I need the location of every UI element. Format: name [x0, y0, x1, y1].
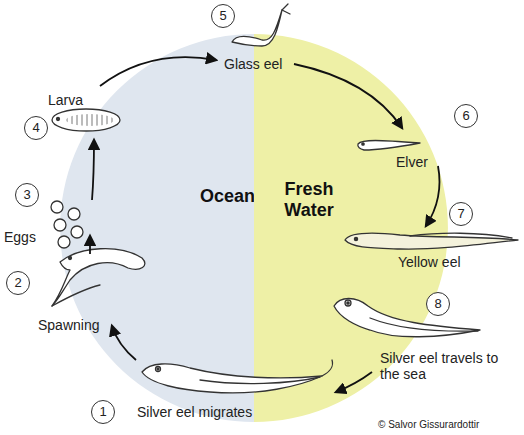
larva-drawing — [52, 109, 120, 131]
egg — [51, 201, 63, 213]
callout-number: 8 — [426, 292, 450, 316]
cycle-arrow — [336, 372, 372, 392]
cycle-arrow — [112, 326, 136, 360]
half-circle — [60, 34, 254, 422]
spawning-eel-tail — [52, 285, 100, 306]
eel-eye — [362, 143, 364, 145]
egg — [58, 236, 70, 248]
cycle-arrow — [426, 166, 440, 226]
callout-number: 3 — [15, 183, 39, 207]
stage-label: Elver — [396, 154, 428, 170]
stage-label: Eggs — [4, 229, 36, 245]
eel-eye — [156, 367, 161, 372]
silver-eel-drawing — [334, 299, 480, 337]
glass-eel-tail — [282, 4, 290, 14]
stage-label: Larva — [48, 92, 83, 108]
stage-label: Silver eel travels to the sea — [380, 350, 505, 382]
yellow-eel-fin — [410, 233, 512, 238]
callout-number: 1 — [91, 400, 115, 424]
eel-pupil — [347, 302, 349, 304]
callout-number: 7 — [449, 202, 473, 226]
stage-label: Yellow eel — [398, 254, 461, 270]
stage-label: Spawning — [38, 317, 100, 333]
larva-eye — [57, 118, 60, 121]
cycle-arrow — [92, 140, 94, 200]
egg — [71, 226, 83, 238]
water-region: Ocean — [60, 34, 254, 422]
egg — [68, 208, 80, 220]
eel-eye — [345, 300, 351, 306]
region-shape — [60, 34, 254, 422]
cycle-arrow — [294, 64, 402, 128]
larva-stripes — [66, 114, 114, 126]
region-name: Ocean — [200, 186, 255, 207]
stage-label: Silver eel migrates — [137, 404, 252, 420]
copyright-note: © Salvor Gissurardottir — [378, 419, 479, 431]
spawning-eel — [52, 249, 145, 306]
yellow-eel — [345, 233, 518, 249]
callout-number: 5 — [211, 4, 235, 28]
callout-number: 2 — [6, 271, 30, 295]
eel-eye — [354, 237, 357, 240]
glass-eel — [232, 10, 282, 46]
callout-number: 4 — [24, 116, 48, 140]
egg — [54, 219, 66, 231]
silver-eel-line — [370, 318, 478, 331]
eel-eye — [69, 257, 72, 260]
region-name: Fresh Water — [274, 179, 344, 220]
cycle-arrow — [89, 236, 91, 254]
eel-pupil — [157, 368, 159, 370]
elver-drawing — [358, 141, 420, 151]
migrating-eel-line — [200, 377, 320, 384]
callout-number: 6 — [454, 104, 478, 128]
migrating-eel-tail — [322, 360, 333, 376]
cycle-arrow — [100, 57, 216, 86]
migrating-eel — [142, 364, 322, 393]
stage-label: Glass eel — [224, 56, 282, 72]
